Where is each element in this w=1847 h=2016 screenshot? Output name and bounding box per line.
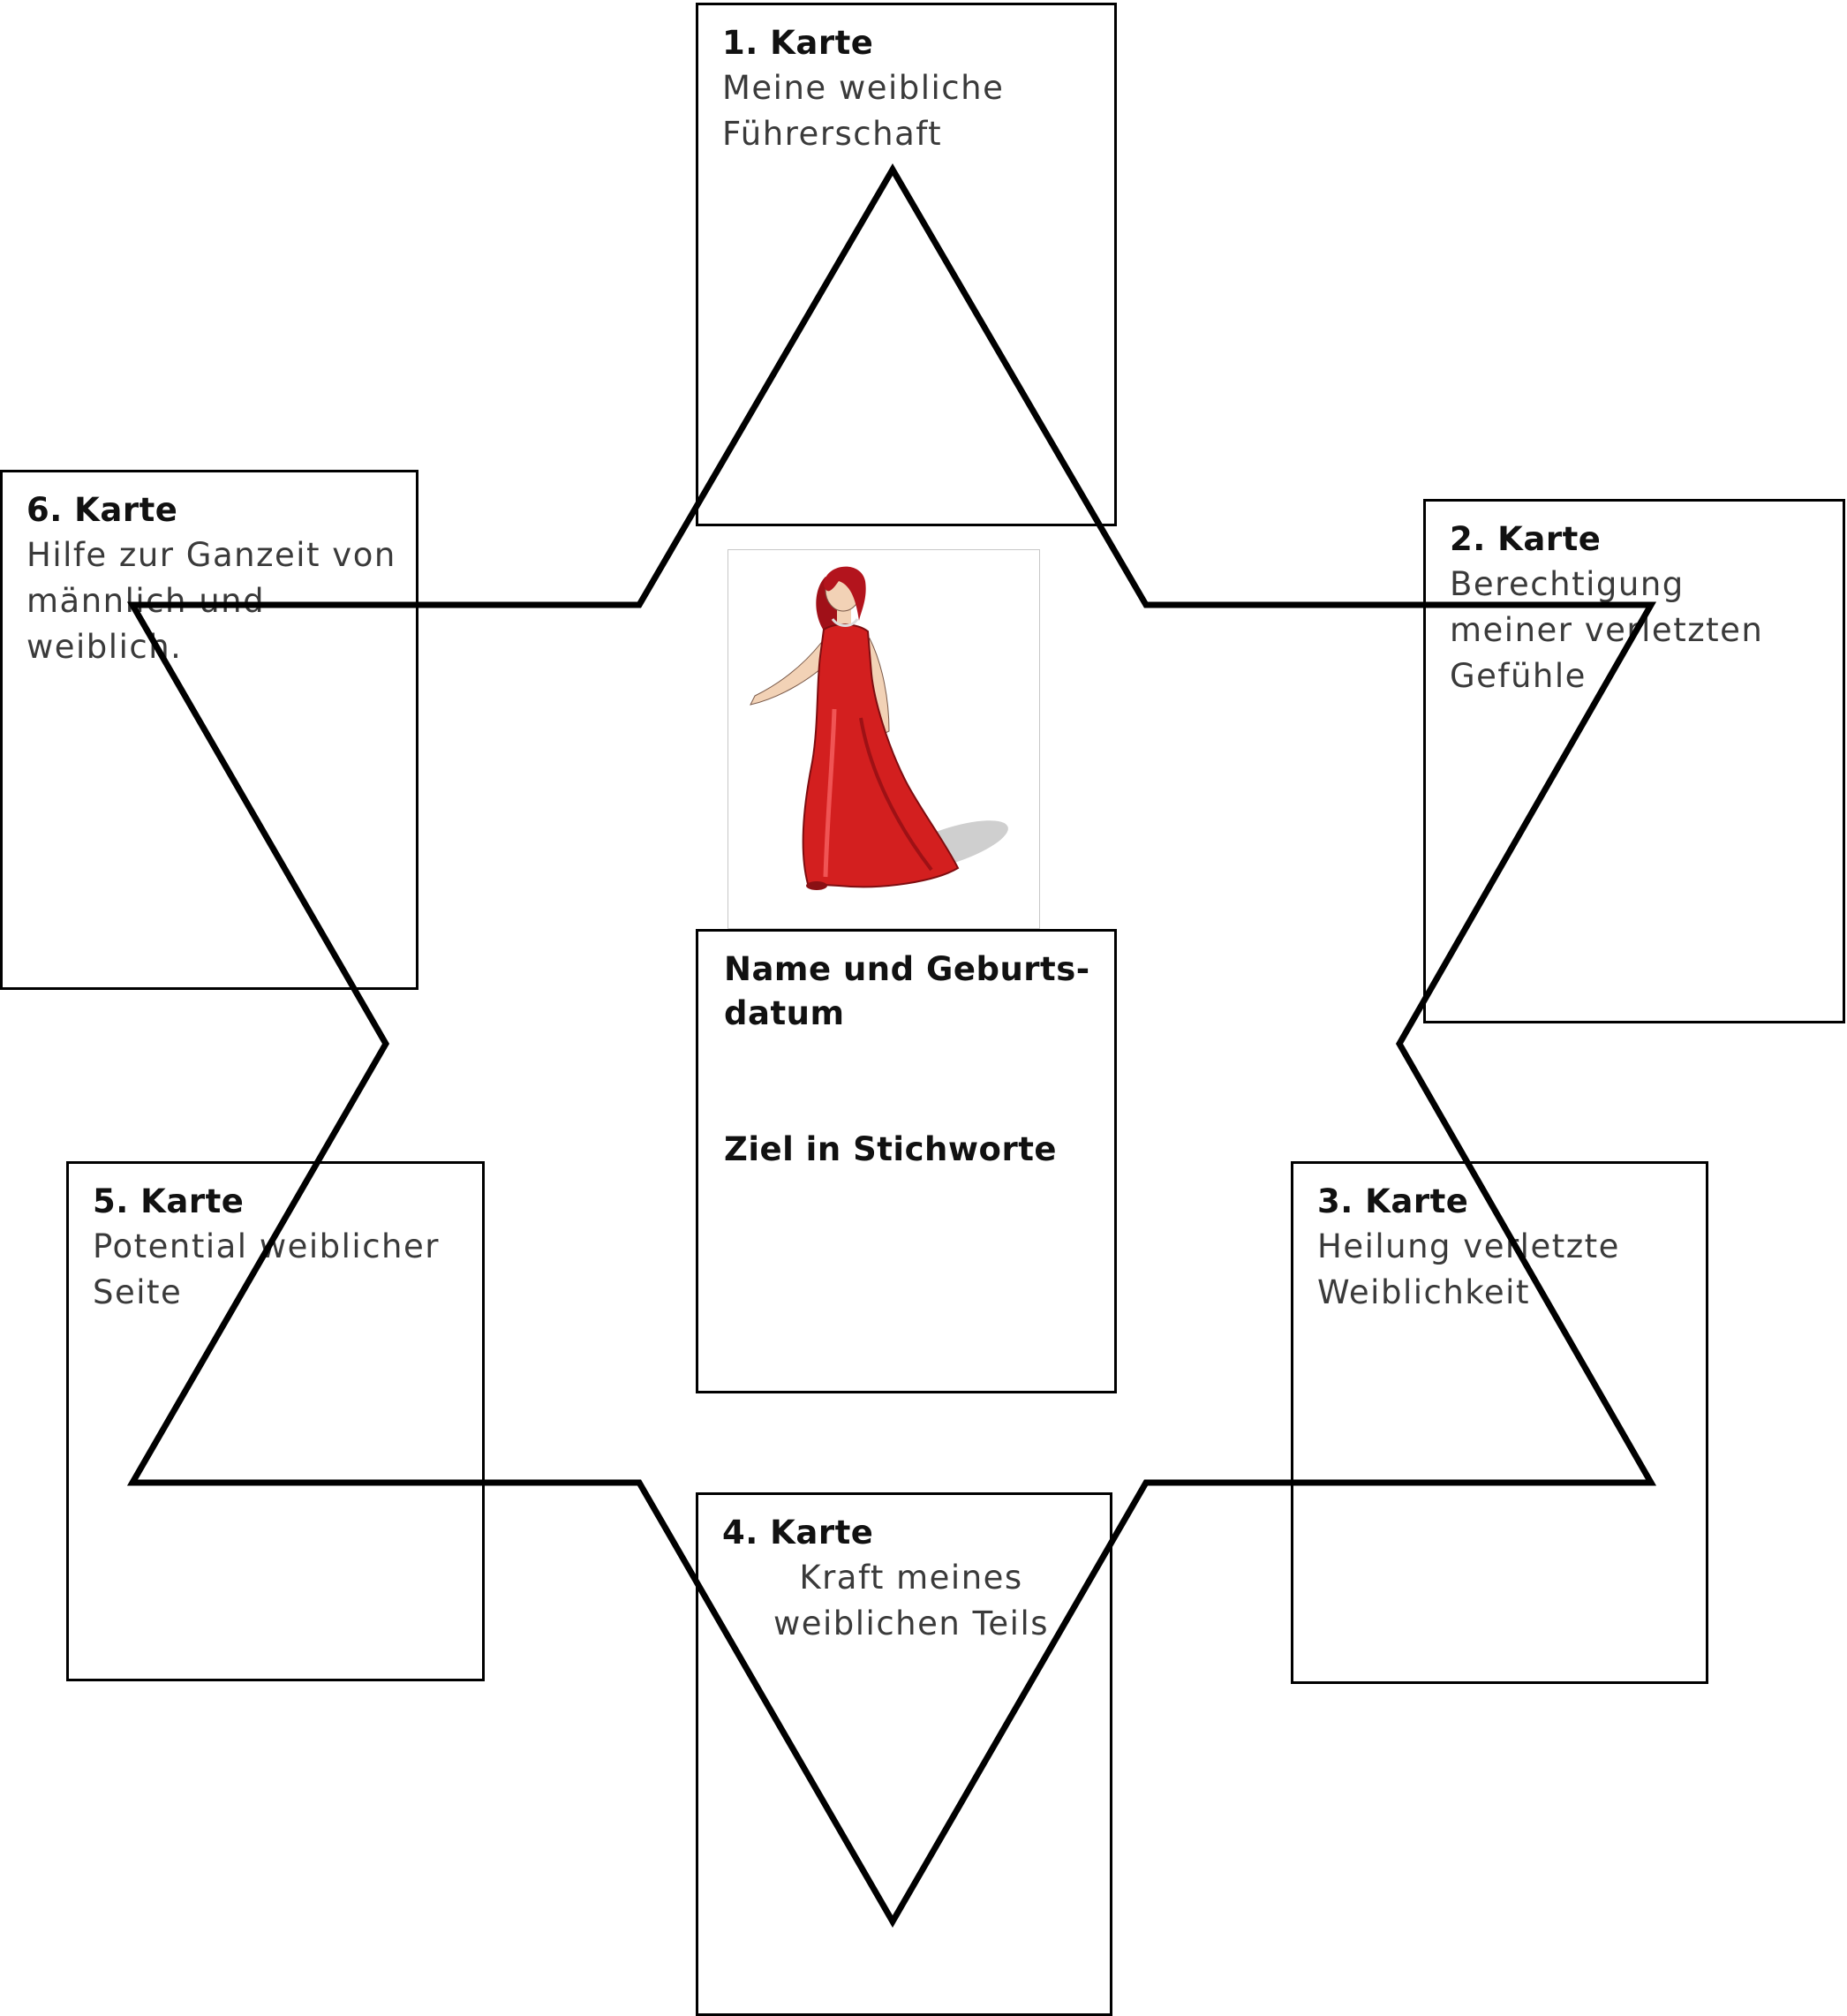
card-6: 6. Karte Hilfe zur Ganzeit von männlich … — [0, 470, 418, 990]
card-2-line-3: Gefühle — [1450, 657, 1587, 695]
figure-frame — [727, 549, 1040, 929]
figure-arm-left — [750, 641, 828, 706]
center-card: Name und Geburts- datum Ziel in Stichwor… — [696, 929, 1117, 1393]
card-3: 3. Karte Heilung verletzte Weiblichkeit — [1291, 1161, 1708, 1684]
card-4: 4. Karte Kraft meines weiblichen Teils — [696, 1492, 1112, 2016]
card-2: 2. Karte Berechtigung meiner verletzten … — [1423, 499, 1845, 1023]
name-birthdate-label-line-2: datum — [724, 994, 845, 1032]
card-4-line-2: weiblichen Teils — [773, 1604, 1050, 1642]
card-4-title: 4. Karte — [722, 1514, 874, 1552]
card-5: 5. Karte Potential weiblicher Seite — [66, 1161, 485, 1681]
card-1-line-1: Meine weibliche — [722, 69, 1005, 107]
card-1-title: 1. Karte — [722, 24, 874, 62]
card-5-line-2: Seite — [93, 1273, 183, 1311]
card-6-line-2: männlich und — [26, 582, 266, 620]
card-6-line-1: Hilfe zur Ganzeit von — [26, 536, 396, 574]
woman-red-dress-icon — [750, 566, 1008, 890]
card-3-line-1: Heilung verletzte — [1317, 1227, 1620, 1265]
card-4-line-1: Kraft meines — [799, 1559, 1023, 1597]
card-5-line-1: Potential weiblicher — [93, 1227, 440, 1265]
card-5-title: 5. Karte — [93, 1182, 245, 1220]
figure-foot — [806, 881, 827, 890]
card-2-title: 2. Karte — [1450, 520, 1602, 558]
card-2-line-2: meiner verletzten — [1450, 611, 1764, 649]
name-birthdate-label-line-1: Name und Geburts- — [724, 950, 1090, 988]
card-1: 1. Karte Meine weibliche Führerschaft — [696, 3, 1117, 526]
card-1-line-2: Führerschaft — [722, 115, 943, 153]
goal-label: Ziel in Stichworte — [724, 1130, 1057, 1168]
card-6-line-3: weiblich. — [26, 628, 183, 666]
card-6-title: 6. Karte — [26, 491, 178, 529]
card-2-line-1: Berechtigung — [1450, 565, 1685, 603]
card-3-line-2: Weiblichkeit — [1317, 1273, 1530, 1311]
card-3-title: 3. Karte — [1317, 1182, 1469, 1220]
